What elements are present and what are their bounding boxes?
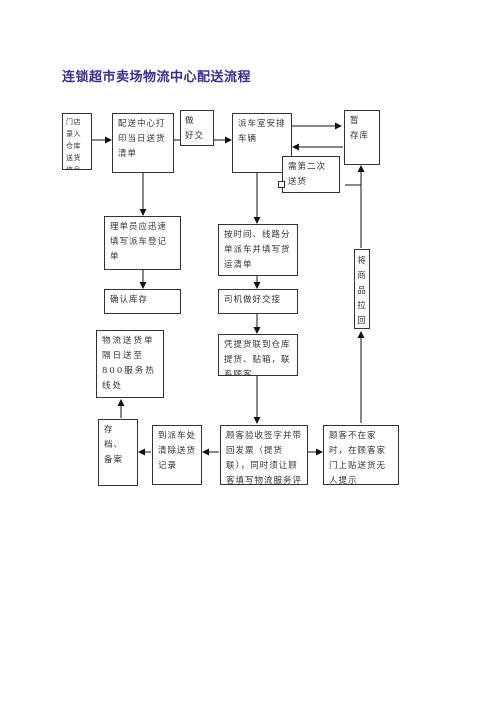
box-print-list: 配送中心打印当日送货清单 xyxy=(112,113,174,173)
small-square-marker xyxy=(278,181,285,188)
box-customer-absent: 顾客不在家时，在顾客家门上贴送货无人提示 xyxy=(323,425,399,485)
box-service-call: 物流送货单隔日送至800服务热线处 xyxy=(96,330,164,398)
box-confirm-stock: 确认库存 xyxy=(104,289,181,314)
box-store-entry: 门店录入仓库送货信息 xyxy=(62,113,92,170)
page-title: 连锁超市卖场物流中心配送流程 xyxy=(62,70,252,85)
box-archive: 存档、备案 xyxy=(98,419,138,486)
box-handover: 做 好交接 xyxy=(180,110,214,146)
box-dispatch-vehicle: 派车室安排车辆 xyxy=(232,113,292,173)
box-second-delivery: 需第二次送货 xyxy=(282,156,340,193)
box-driver-handover: 司机做好交接 xyxy=(218,289,298,314)
box-route-split: 按时间、线路分单派车并填写货运清单 xyxy=(218,224,298,276)
box-register-dispatch: 理单员应迅速填写派车登记单 xyxy=(104,216,181,270)
box-customer-sign: 顾客验收签字并带回发票（提货联），同时须让顾客填写物流服务评价 xyxy=(220,425,308,485)
box-clear-record: 到派车处清除送货记录 xyxy=(152,425,202,485)
box-pickup: 凭提货联到仓库提货、贴箱，联系顾客 xyxy=(218,334,298,376)
box-return-goods: 将商品拉回 xyxy=(354,249,370,329)
box-temp-storage: 暂 存库 xyxy=(344,110,380,165)
